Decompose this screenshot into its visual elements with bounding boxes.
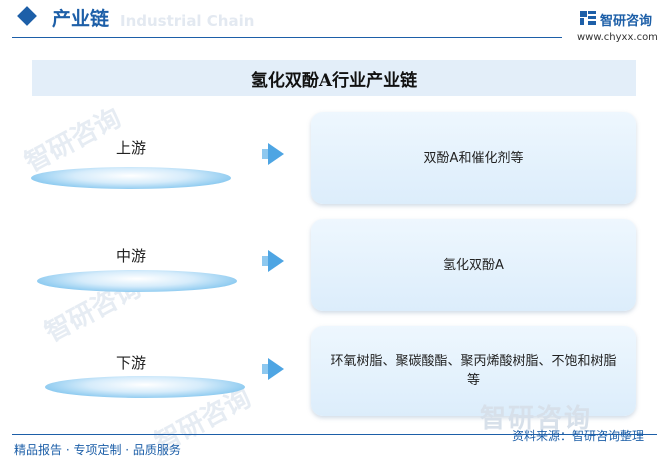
stage-content-upstream: 双酚A和催化剂等 <box>311 112 636 204</box>
brand-url: www.chyxx.com <box>577 32 658 43</box>
arrow-tail <box>262 149 268 159</box>
brand-logo-icon <box>580 11 596 25</box>
arrow-right-icon <box>268 143 284 165</box>
stage-platform-upstream <box>31 167 231 189</box>
stage-label-downstream: 下游 <box>115 354 146 372</box>
header-divider <box>12 37 562 38</box>
section-title: 产业链 <box>52 8 110 30</box>
header-diamond-icon <box>17 6 37 26</box>
diagram-title: 氢化双酚A行业产业链 <box>32 60 636 96</box>
arrow-tail <box>262 256 268 266</box>
stage-platform-downstream <box>45 376 245 398</box>
footer-brand-watermark: 智研咨询 <box>480 404 593 434</box>
footer-tagline: 精品报告 · 专项定制 · 品质服务 <box>14 443 181 457</box>
arrow-tail <box>262 364 268 374</box>
source-note: 资料来源：智研咨询整理 <box>512 429 645 443</box>
footer-divider <box>12 434 657 435</box>
section-subtitle: Industrial Chain <box>120 12 255 30</box>
arrow-right-icon <box>268 250 284 272</box>
brand-name: 智研咨询 <box>600 14 653 29</box>
stage-label-midstream: 中游 <box>115 247 146 265</box>
stage-platform-midstream <box>37 270 237 292</box>
stage-content-midstream: 氢化双酚A <box>311 219 636 311</box>
stage-content-downstream: 环氧树脂、聚碳酸酯、聚丙烯酸树脂、不饱和树脂等 <box>311 326 636 416</box>
stage-label-upstream: 上游 <box>115 139 146 157</box>
arrow-right-icon <box>268 358 284 380</box>
